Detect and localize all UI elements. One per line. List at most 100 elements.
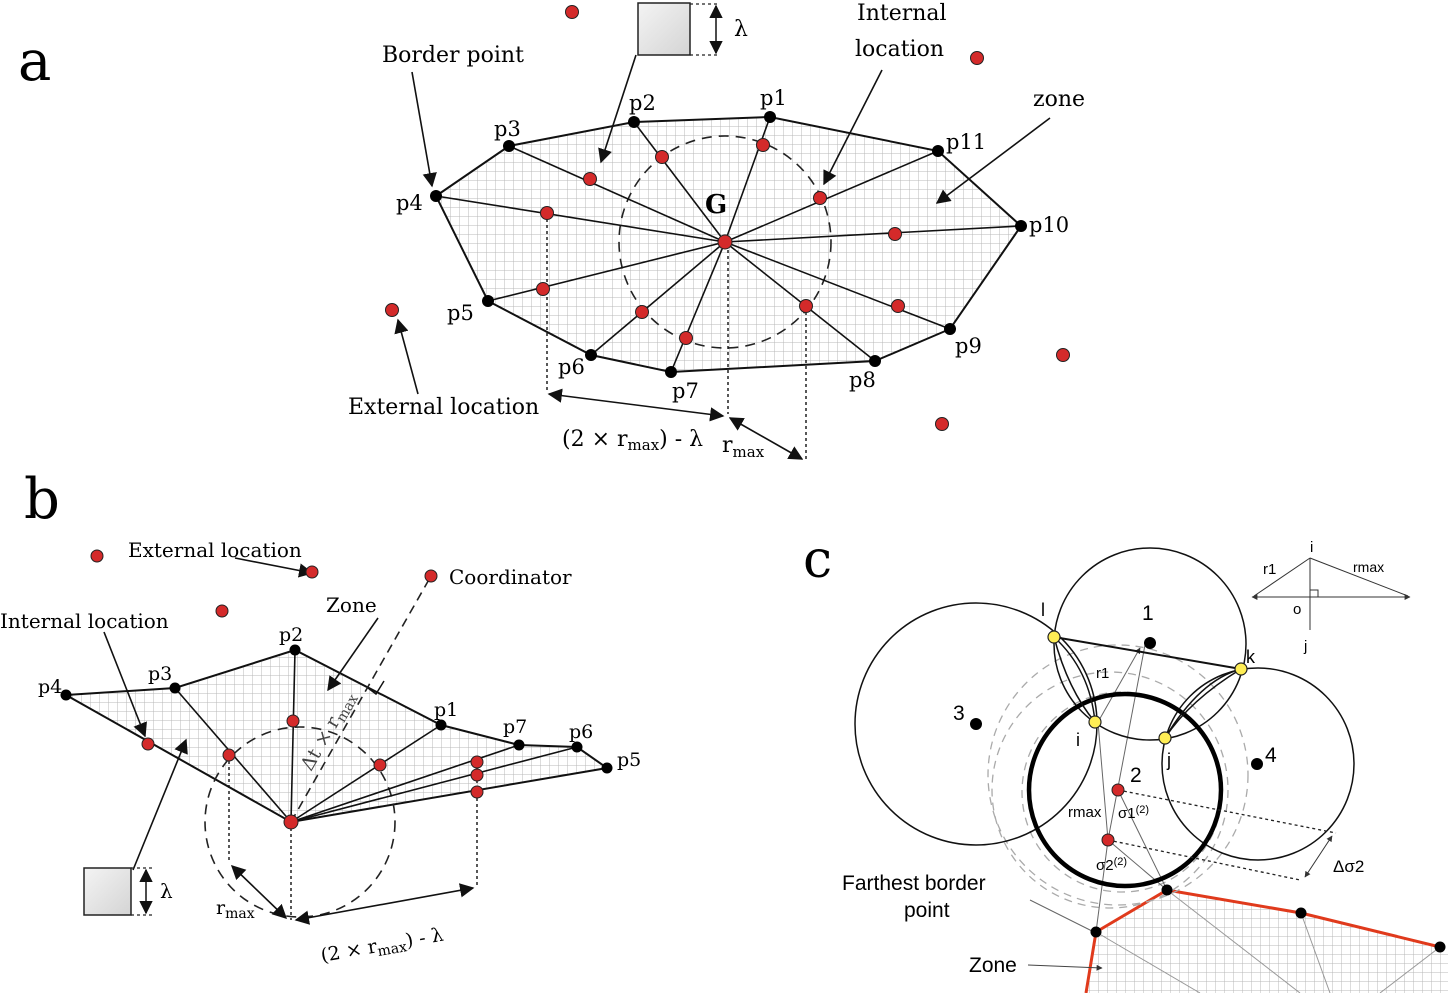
panel-c-circle-2 — [1026, 691, 1224, 889]
panel-b-point-p7 — [513, 739, 525, 751]
panel-c-node-2-sigma1 — [1111, 783, 1125, 797]
panel-a-label-p4: p4 — [396, 191, 423, 215]
panel-a-border-point-pointer — [411, 71, 437, 188]
panel-a-internal-location-label-2: location — [855, 37, 944, 62]
panel-c-label-3: 3 — [953, 702, 965, 725]
panel-b-dimension-r-arrow — [230, 865, 288, 919]
panel-b-point-p6 — [571, 741, 583, 753]
panel-a-zone-pointer — [935, 117, 1051, 204]
panel-c-nodes — [970, 637, 1446, 953]
panel-a-projection-lines — [546, 213, 807, 460]
panel-c-point-i — [1088, 715, 1102, 729]
panel-a-border-points — [430, 111, 1027, 378]
panel-b-right-angle-mark — [367, 680, 385, 696]
panel-c-intersection-labels: l k i j — [1041, 600, 1256, 770]
panel-b-coordinator-line — [290, 575, 432, 823]
panel-c-zone-pointer — [1027, 964, 1103, 971]
panel-c-intersection-points — [1047, 630, 1248, 745]
panel-a-cell-pointer — [598, 54, 637, 164]
panel-c-label-2: 2 — [1130, 764, 1142, 787]
panel-c-chord-lk — [1053, 636, 1242, 670]
panel-c-node-1 — [1144, 637, 1156, 649]
panel-a: a — [18, 1, 1085, 461]
panel-c-sigma-lines — [1107, 789, 1337, 881]
panel-b-label-p3: p3 — [148, 663, 172, 685]
panel-b-zone-label: Zone — [326, 593, 377, 617]
panel-a-point-p7 — [665, 366, 677, 378]
panel-c-delta-sigma-arrow — [1304, 835, 1333, 878]
panel-a-dimension-r-arrow — [728, 417, 804, 460]
panel-c-r1-label: r1 — [1096, 665, 1109, 682]
panel-a-point-p1 — [764, 111, 776, 123]
panel-a-label-p9: p9 — [955, 334, 982, 358]
panel-c-dashed-circles — [987, 644, 1249, 909]
panel-c-point-l — [1047, 630, 1061, 644]
panel-a-label-p2: p2 — [629, 91, 656, 115]
panel-c-border-point-2 — [1090, 926, 1102, 938]
panel-b-zone-pointer — [327, 617, 379, 692]
panel-b-projection-lines — [228, 755, 478, 920]
panel-b-coordinator-point — [424, 569, 438, 583]
panel-a-point-p8 — [869, 355, 881, 367]
panel-a-point-G — [717, 234, 733, 250]
panel-b-label-p7: p7 — [503, 716, 527, 738]
panel-a-label: a — [18, 29, 51, 94]
panel-b-coordinator-label: Coordinator — [449, 565, 572, 589]
panel-a-label-p1: p1 — [760, 86, 787, 110]
panel-b-external-location-pointer — [234, 557, 314, 578]
panel-a-point-p4 — [430, 190, 442, 202]
panel-c-label-4: 4 — [1265, 744, 1277, 767]
panel-c-node-labels: 1 2 3 4 — [953, 602, 1277, 787]
panel-b-point-p5 — [601, 762, 613, 774]
panel-a-label-p10: p10 — [1029, 213, 1069, 237]
panel-b-internal-location-pointer — [103, 631, 147, 738]
panel-b-lambda-symbol: λ — [160, 879, 173, 903]
panel-b-point-p1 — [435, 719, 447, 731]
panel-c-lens-curves — [1053, 636, 1242, 739]
panel-a-point-p3 — [503, 140, 515, 152]
panel-b-range-circle — [204, 726, 396, 918]
panel-a-external-points — [385, 5, 1070, 431]
panel-c-sigma1-label: σ1(2) — [1118, 804, 1149, 822]
panel-c-node-3 — [970, 718, 982, 730]
panel-a-spokes — [435, 116, 1022, 373]
panel-b-label-p1: p1 — [434, 699, 458, 721]
panel-a-point-p10 — [1015, 220, 1027, 232]
panel-c-inset-o: o — [1293, 601, 1301, 618]
panel-b-label-p5: p5 — [617, 749, 641, 771]
panel-a-internal-location-label-1: Internal — [857, 1, 947, 26]
panel-a-lambda-cell — [637, 2, 691, 56]
panel-c-delta-sigma-label: Δσ2 — [1333, 857, 1364, 876]
panel-a-dimension-2r-label: (2 × rmax) - λ — [562, 427, 703, 454]
panel-c-circle-4 — [1161, 667, 1355, 861]
panel-a-external-location-pointer — [394, 318, 419, 395]
panel-a-label-p3: p3 — [494, 117, 521, 141]
panel-a-point-p6 — [585, 349, 597, 361]
panel-c: c — [803, 530, 1448, 993]
panel-c-inset-diagram: r1 rmax i o j — [1251, 539, 1411, 655]
panel-a-zone-label: zone — [1033, 87, 1085, 112]
panel-b-label: b — [24, 467, 60, 532]
panel-a-label-p5: p5 — [447, 301, 474, 325]
panel-b-point-p3 — [169, 682, 181, 694]
panel-c-farthest-border-label-1: Farthest border — [842, 872, 986, 895]
panel-c-point-j — [1158, 731, 1172, 745]
panel-c-rmax-label: rmax — [1068, 804, 1102, 821]
panel-b-internal-location-label: Internal location — [0, 609, 169, 633]
panel-c-border-point-1 — [1161, 884, 1173, 896]
panel-c-label-i: i — [1076, 730, 1080, 750]
panel-a-label-p6: p6 — [558, 355, 585, 379]
panel-c-rays — [1029, 644, 1168, 933]
panel-a-label-p7: p7 — [672, 379, 699, 403]
panel-a-label-p11: p11 — [946, 130, 986, 154]
panel-b-border-points — [60, 644, 613, 774]
panel-c-label-j: j — [1166, 750, 1171, 770]
panel-c-point-k — [1234, 662, 1248, 676]
panel-b-point-labels: p1 p2 p3 p4 p5 p6 p7 — [38, 624, 641, 771]
panel-c-inset-i: i — [1310, 539, 1313, 556]
panel-c-zone-polygon — [1086, 890, 1448, 993]
panel-b-label-p6: p6 — [569, 721, 593, 743]
panel-c-node-2-sigma2 — [1101, 833, 1115, 847]
panel-c-farthest-border-label-2: point — [904, 899, 950, 922]
panel-a-lambda-symbol: λ — [734, 17, 748, 42]
